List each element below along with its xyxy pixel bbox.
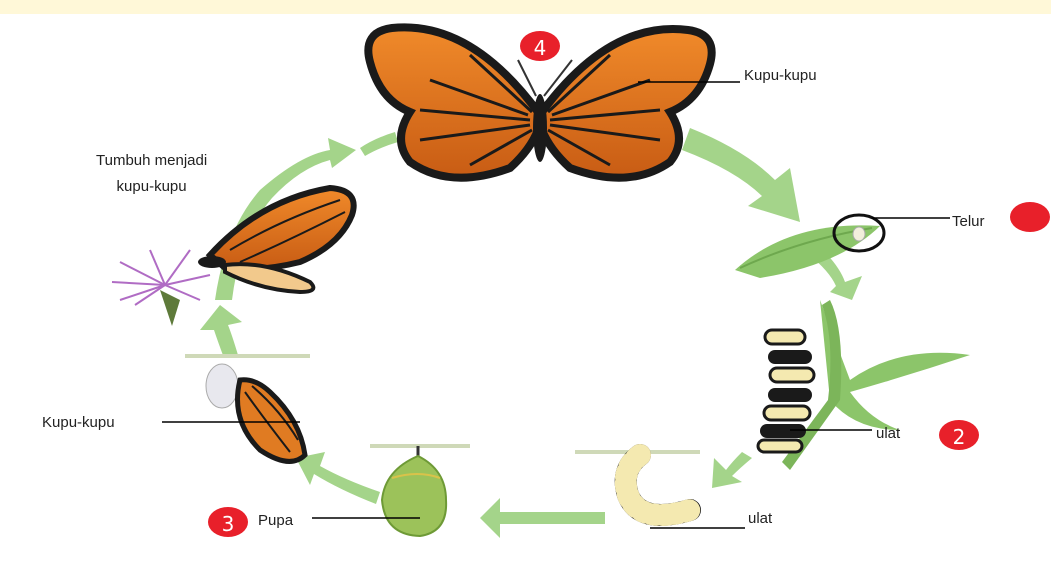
- hanging-caterpillar-illustration: [575, 452, 700, 515]
- badge-butterfly: 4: [520, 31, 560, 61]
- label-caterpillar-2: ulat: [748, 510, 772, 527]
- leaf-with-egg-illustration: [735, 215, 884, 278]
- arrow-pupa-to-emerging: [296, 452, 380, 504]
- arrow-caterpillar-to-pupa: [480, 498, 605, 538]
- arrow-butterfly-to-egg: [682, 128, 800, 222]
- label-pupa: Pupa: [258, 512, 293, 529]
- label-egg: Telur: [952, 213, 985, 230]
- badge-caterpillar: 2: [939, 420, 979, 450]
- arrow-caterpillar-down: [712, 452, 752, 488]
- chrysalis-illustration: [370, 446, 470, 536]
- emerging-butterfly-illustration: [185, 356, 310, 461]
- arrow-top-left: [360, 132, 398, 156]
- cycle-arrows: [200, 128, 862, 538]
- label-caterpillar-1: ulat: [876, 425, 900, 442]
- butterfly-on-flower-illustration: [112, 188, 354, 326]
- label-butterfly: Kupu-kupu: [744, 67, 817, 84]
- arrow-emerging-up: [200, 305, 242, 358]
- caterpillar-on-leaf-illustration: [758, 300, 970, 470]
- label-grow-into-butterfly: Tumbuh menjadi kupu-kupu: [96, 148, 207, 200]
- badge-pupa: 3: [208, 507, 248, 537]
- badge-egg: 1: [1010, 202, 1050, 232]
- label-emerging-butterfly: Kupu-kupu: [42, 414, 115, 431]
